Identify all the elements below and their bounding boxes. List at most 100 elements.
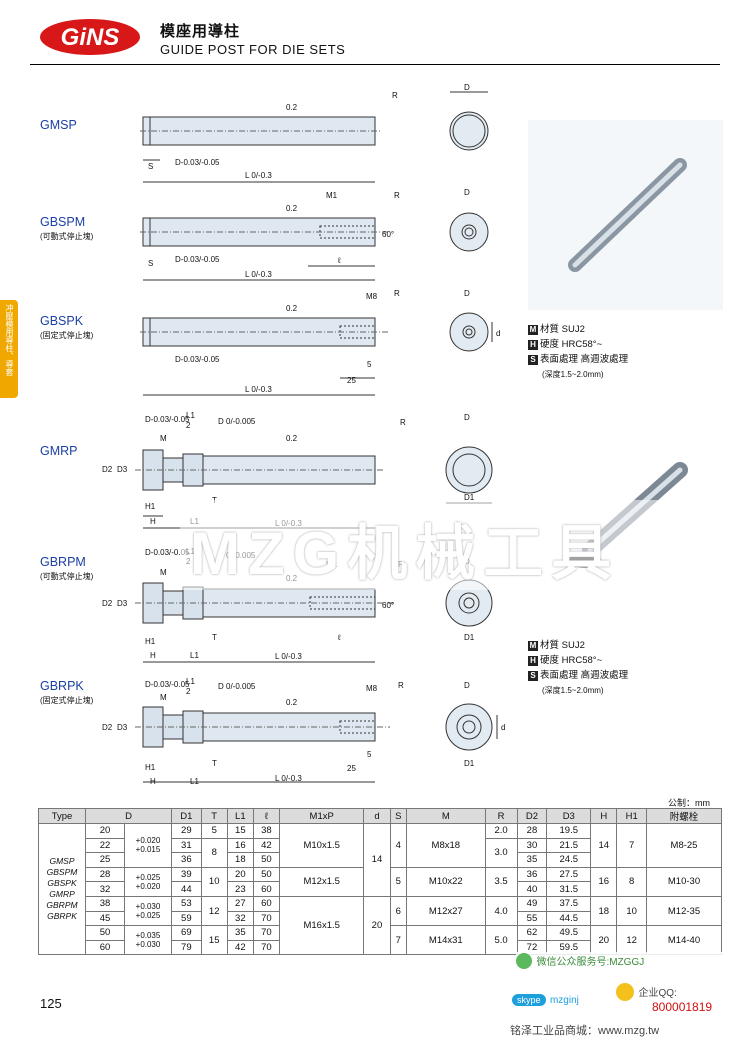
table-cell: 31	[171, 837, 202, 854]
dim-gmrp-d1: D1	[464, 493, 475, 502]
gbrpm-side-view	[135, 582, 395, 663]
dim-gbrpk-m: M	[160, 693, 167, 702]
table-cell: 36	[171, 852, 202, 868]
table-cell: 24.5	[546, 852, 592, 868]
table-cell: 37.5	[546, 895, 592, 912]
gmsp-side-view	[140, 116, 380, 183]
spec-table: Type D D1 T L1 ℓ M1xP d S M R D2 D3 H H1…	[38, 808, 722, 956]
table-cell: 59	[171, 910, 202, 927]
dim-gmsp-l: L 0/-0.3	[245, 171, 272, 180]
table-cell: 5.0	[484, 925, 518, 956]
gins-logo: GiNS	[40, 19, 140, 55]
table-header-cell: H1	[616, 808, 648, 824]
table-cell: M10x1.5	[278, 823, 365, 868]
variant-sub-gbrpm: (可動式停止塊)	[40, 572, 94, 581]
dim-gbrpk-l: L 0/-0.3	[275, 774, 302, 783]
table-header-cell: R	[484, 808, 518, 824]
dim-gbrpk-r: R	[398, 681, 404, 690]
table-cell: 31.5	[546, 881, 592, 897]
dim-gbrpm-d1: D1	[464, 633, 475, 642]
table-header-cell: S	[389, 808, 408, 824]
table-row: 60 79 42 70 72 59.5	[39, 939, 722, 956]
dim-gbrpk-small-d: d	[501, 723, 505, 732]
dim-gmrp-h1: H1	[145, 502, 156, 511]
variant-label-gmrp: GMRP	[40, 444, 78, 458]
table-cell: 7	[616, 823, 648, 868]
table-cell: 79	[171, 939, 202, 956]
dim-gbrpk-d: D	[464, 681, 470, 690]
table-header-cell: D	[85, 808, 172, 824]
gmsp-end-view	[449, 91, 489, 151]
variant-label-gbspm: GBSPM	[40, 215, 86, 229]
dim-gbspk-l: L 0/-0.3	[245, 385, 272, 394]
table-cell: 49.5	[546, 925, 592, 941]
dim-gbspk-25: 25	[347, 376, 356, 385]
mall-link[interactable]: 铭泽工业品商城：www.mzg.tw	[510, 1025, 660, 1037]
table-header-cell: L1	[226, 808, 254, 824]
table-cell: 55	[516, 910, 548, 927]
dim-gbspm-angle: 60°	[382, 230, 394, 239]
table-header-cell: D3	[546, 808, 592, 824]
table-header-cell: H	[590, 808, 618, 824]
table-cell: 35	[226, 925, 254, 941]
table-cell: 14	[363, 823, 391, 897]
page-title-en: GUIDE POST FOR DIE SETS	[160, 42, 346, 57]
dim-gbspm-m1: M1	[326, 191, 338, 200]
table-header-cell: D1	[171, 808, 202, 824]
table-cell: +0.020 +0.015	[124, 823, 172, 868]
table-cell: 15	[226, 823, 254, 839]
gbspk-end-view	[449, 312, 493, 352]
logo-text: GiNS	[61, 24, 120, 51]
dim-gbspk-small-d: d	[496, 329, 500, 338]
table-cell: 42	[226, 939, 254, 956]
dim-gbrpk-d0005: D 0/-0.005	[218, 682, 256, 691]
table-cell: 36	[516, 866, 548, 883]
table-header-cell: T	[200, 808, 228, 824]
dim-gbrpk-d2: D2	[102, 723, 113, 732]
gbrpk-end-view	[445, 703, 498, 751]
dim-gbrpk-t: T	[212, 759, 217, 768]
table-cell: M10x22	[406, 866, 486, 897]
dim-gbrpm-d2: D2	[102, 599, 113, 608]
table-cell: M14x31	[406, 925, 486, 956]
table-cell: 40	[516, 881, 548, 897]
skype-icon: skype	[512, 994, 546, 1006]
table-cell: 28	[516, 823, 548, 839]
dim-gbspm-d: D	[464, 188, 470, 197]
dim-gbrpm-d3: D3	[117, 599, 128, 608]
table-cell: 12	[200, 895, 228, 927]
table-cell: 29	[171, 823, 202, 839]
table-cell: +0.030 +0.025	[124, 895, 172, 927]
dim-gbrpm-l: L 0/-0.3	[275, 652, 302, 661]
dim-gmsp-flatness: 0.2	[286, 103, 298, 112]
dim-gbrpm-angle: 60°	[382, 601, 394, 610]
dim-gmrp-h: H	[150, 517, 156, 526]
table-cell: 18	[590, 895, 618, 927]
variant-sub-gbspk: (固定式停止塊)	[40, 331, 94, 340]
wechat-banner: 微信公众服务号:MZGGJ	[516, 952, 726, 974]
table-cell: 4.0	[484, 895, 518, 927]
gmrp-side-view	[135, 449, 385, 529]
table-cell: 10	[616, 895, 648, 927]
page-title-cn: 模座用導柱	[160, 23, 241, 40]
table-header-cell: Type	[38, 808, 86, 824]
table-cell: 32	[226, 910, 254, 927]
dim-gbspm-flatness: 0.2	[286, 204, 298, 213]
page-number: 125	[40, 996, 62, 1011]
dim-gbrpk-dtol: D-0.03/-0.05	[145, 680, 190, 689]
table-cell: 2.0	[484, 823, 518, 839]
table-row: 25 36 18 50 35 24.5	[39, 852, 722, 868]
variant-label-gbrpk: GBRPK	[40, 679, 84, 693]
table-cell: 32	[85, 881, 125, 897]
dim-gmrp-r: R	[400, 418, 406, 427]
table-cell: 45	[85, 910, 125, 927]
dim-gbrpm-dtol: D-0.03/-0.05	[145, 548, 190, 557]
dim-gbrpm-t: T	[212, 633, 217, 642]
table-cell: 70	[252, 939, 280, 956]
table-cell: 20	[590, 925, 618, 956]
table-header-row: Type D D1 T L1 ℓ M1xP d S M R D2 D3 H H1…	[38, 808, 722, 824]
table-cell: M8-25	[646, 823, 722, 868]
table-cell: +0.025 +0.020	[124, 866, 172, 897]
